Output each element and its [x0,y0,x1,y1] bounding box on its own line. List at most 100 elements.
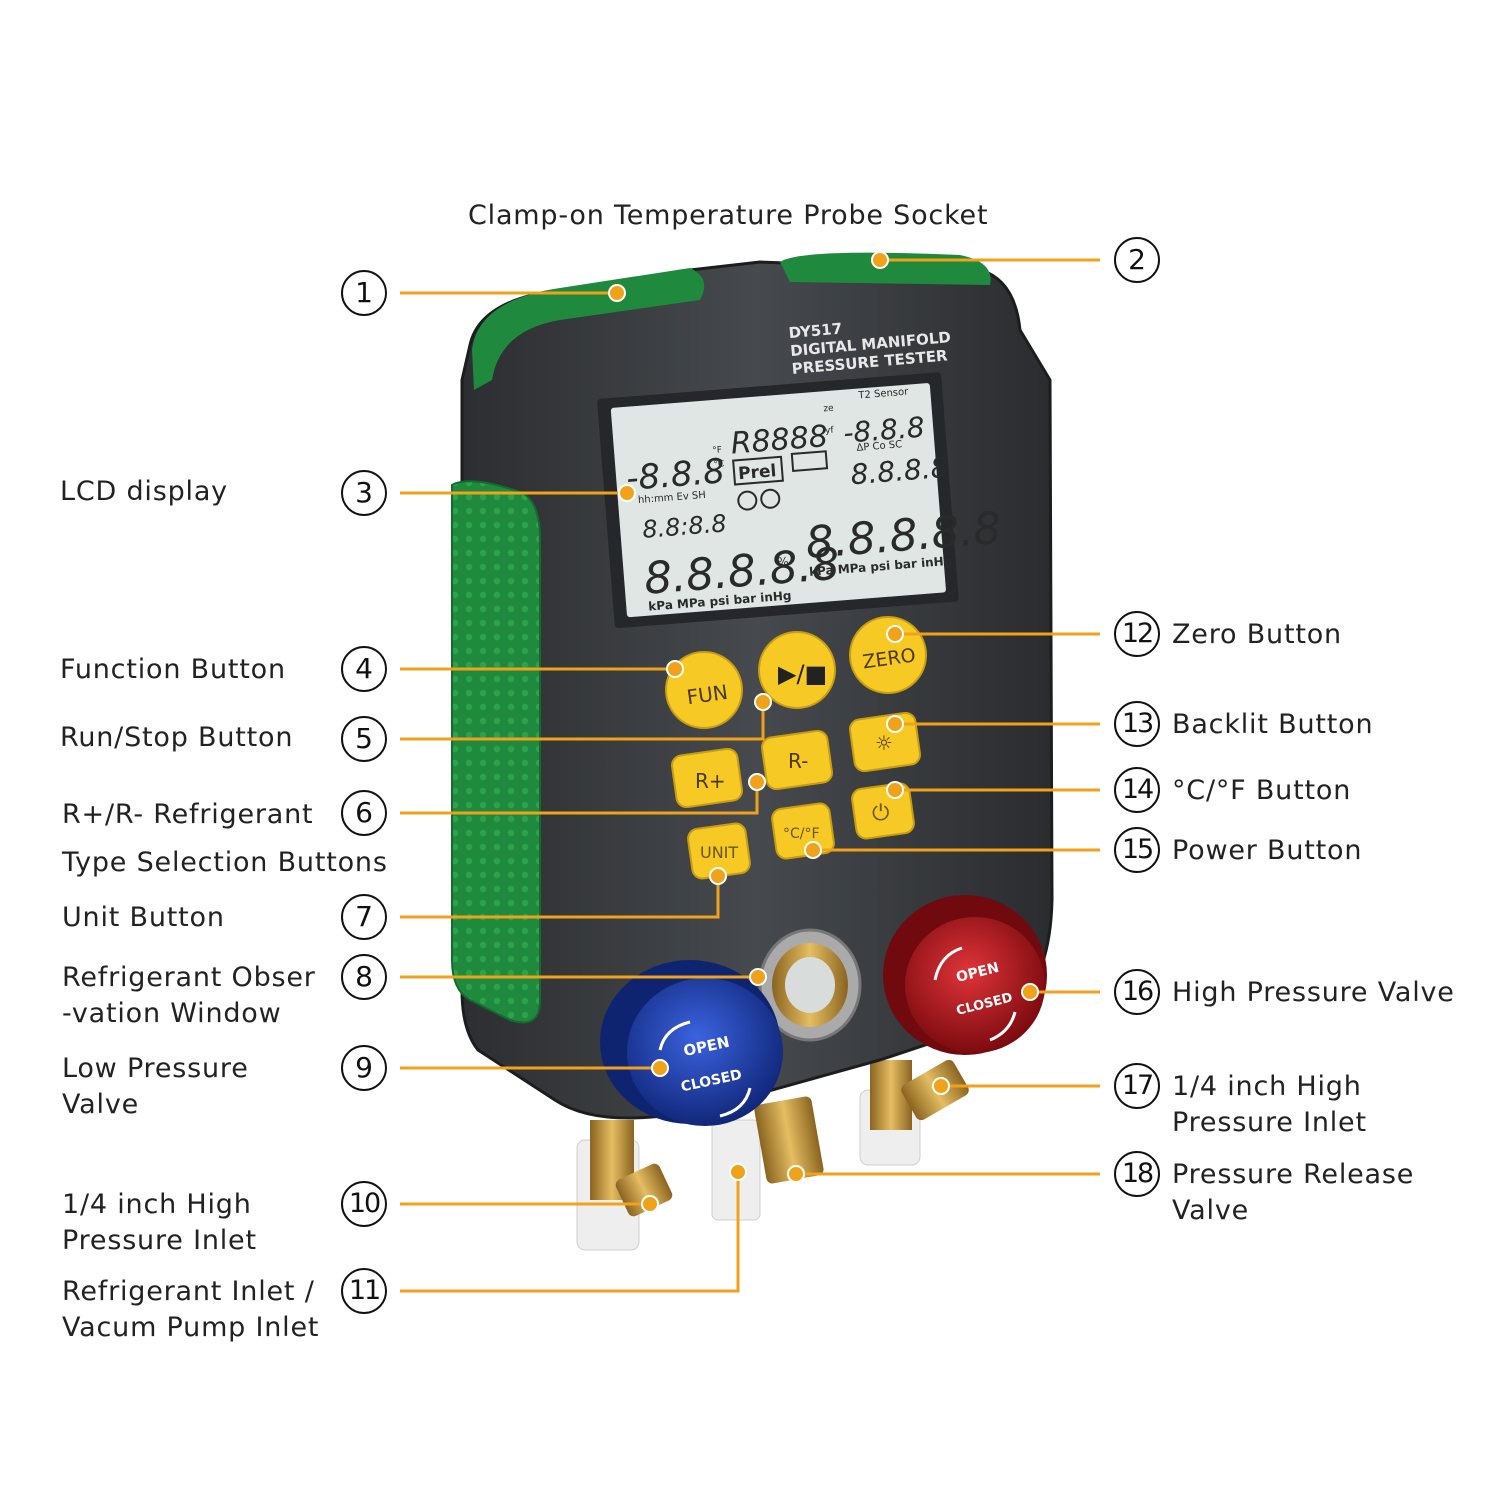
leader-dot-5 [754,693,772,711]
high-pressure-valve[interactable]: OPEN CLOSED [883,895,1047,1055]
low-pressure-valve[interactable]: OPEN CLOSED [600,960,783,1126]
label-12: Zero Button [1172,619,1342,650]
leader-dot-14 [886,781,904,799]
unit-button[interactable]: UNIT [687,822,751,880]
callout-number-17: 17 [1114,1063,1160,1109]
r-plus-button[interactable]: R+ [670,747,744,809]
label-15: Power Button [1172,835,1363,866]
svg-text:UNIT: UNIT [700,843,738,862]
label-11b: Vacum Pump Inlet [62,1312,320,1343]
lcd-dp-label: ΔP Co SC [856,439,902,454]
callout-number-3: 3 [341,470,387,516]
top-caption: Clamp-on Temperature Probe Socket [468,200,989,231]
callout-number-5: 5 [341,716,387,762]
callout-number-4: 4 [341,646,387,692]
leader-dot-6 [748,773,766,791]
leader-dot-16 [1021,983,1039,1001]
lcd-seg-4: 8.8:8.8 [641,509,727,544]
label-18a: Pressure Release [1172,1159,1415,1190]
label-8a: Refrigerant Obser [62,962,316,993]
label-10a: 1/4 inch High [62,1189,252,1220]
leader-line-7 [400,876,720,919]
label-10b: Pressure Inlet [62,1225,257,1256]
lcd-degc: °C [713,459,725,470]
lcd-seg-3: -8.8.8 [842,411,926,450]
lcd-display: -8.8.8 R8888 -8.8.8 8.8:8.8 8.8.8.8 8.8.… [597,372,1003,629]
svg-text:R+: R+ [695,769,726,793]
leader-lines [400,258,1100,1293]
lcd-percent: % [777,555,789,570]
svg-text:▶/■: ▶/■ [778,660,827,688]
label-4: Function Button [60,654,286,685]
label-9b: Valve [62,1089,140,1120]
callout-number-8: 8 [341,954,387,1000]
callout-number-16: 16 [1114,969,1160,1015]
lcd-prel: Prel [737,461,777,484]
callout-number-2: 2 [1114,237,1160,283]
callout-number-9: 9 [341,1045,387,1091]
callout-number-14: 14 [1114,767,1160,813]
leader-dot-18 [787,1165,805,1183]
label-18b: Valve [1172,1195,1250,1226]
label-6b: Type Selection Buttons [62,847,388,878]
svg-text:⏻: ⏻ [872,801,889,826]
leader-line-11 [400,1172,740,1293]
lcd-t2-label: T2 Sensor [857,387,910,402]
leader-line-5 [400,702,765,741]
side-grip [451,480,541,1024]
callout-number-10: 10 [341,1181,387,1227]
callout-number-12: 12 [1114,611,1160,657]
leader-dot-4 [666,660,684,678]
label-5: Run/Stop Button [60,722,294,753]
lcd-ze: ze [823,404,834,415]
zero-button[interactable]: ZERO [849,616,927,694]
lcd-time-label: hh:mm Ev SH [638,490,707,506]
fun-button[interactable]: FUN [665,651,743,729]
backlit-button[interactable]: ☼ [848,711,922,773]
leader-dots [608,251,1039,1213]
svg-text:☼: ☼ [875,731,893,755]
label-13: Backlit Button [1172,709,1374,740]
leader-dot-17 [932,1077,950,1095]
leader-dot-10 [641,1195,659,1213]
label-16: High Pressure Valve [1172,977,1455,1008]
r-minus-button[interactable]: R- [760,729,834,791]
label-3: LCD display [60,476,228,507]
leader-dot-1 [608,284,626,302]
label-9a: Low Pressure [62,1053,249,1084]
callout-number-6: 6 [341,790,387,836]
label-14: °C/°F Button [1172,775,1352,806]
callout-number-7: 7 [341,894,387,940]
leader-dot-15 [804,841,822,859]
label-8b: -vation Window [62,998,282,1029]
leader-dot-7 [709,867,727,885]
callout-number-15: 15 [1114,827,1160,873]
leader-dot-13 [886,715,904,733]
run-stop-button[interactable]: ▶/■ [758,631,836,709]
label-7: Unit Button [62,902,225,933]
callout-number-18: 18 [1114,1151,1160,1197]
leader-dot-9 [651,1059,669,1077]
lcd-seg-5: 8.8.8.8 [849,451,949,492]
label-17a: 1/4 inch High [1172,1071,1362,1102]
lcd-seg-2: R8888 [729,419,829,462]
svg-text:°C/°F: °C/°F [783,826,820,842]
leader-dot-3 [618,484,636,502]
lcd-seg-1: -8.8.8 [625,451,727,499]
label-17b: Pressure Inlet [1172,1107,1367,1138]
bottom-fittings [576,1059,969,1251]
svg-text:R-: R- [788,749,808,773]
callout-number-13: 13 [1114,701,1160,747]
label-6a: R+/R- Refrigerant [62,799,314,830]
leader-dot-8 [749,968,767,986]
leader-line-6 [400,782,759,815]
leader-dot-12 [886,625,904,643]
probe-socket-left [472,268,705,390]
lcd-degf: °F [712,445,722,456]
leader-dot-2 [871,251,889,269]
lcd-yf: yf [825,426,835,437]
label-11a: Refrigerant Inlet / [62,1276,315,1307]
model-text: DY517 [788,320,843,343]
